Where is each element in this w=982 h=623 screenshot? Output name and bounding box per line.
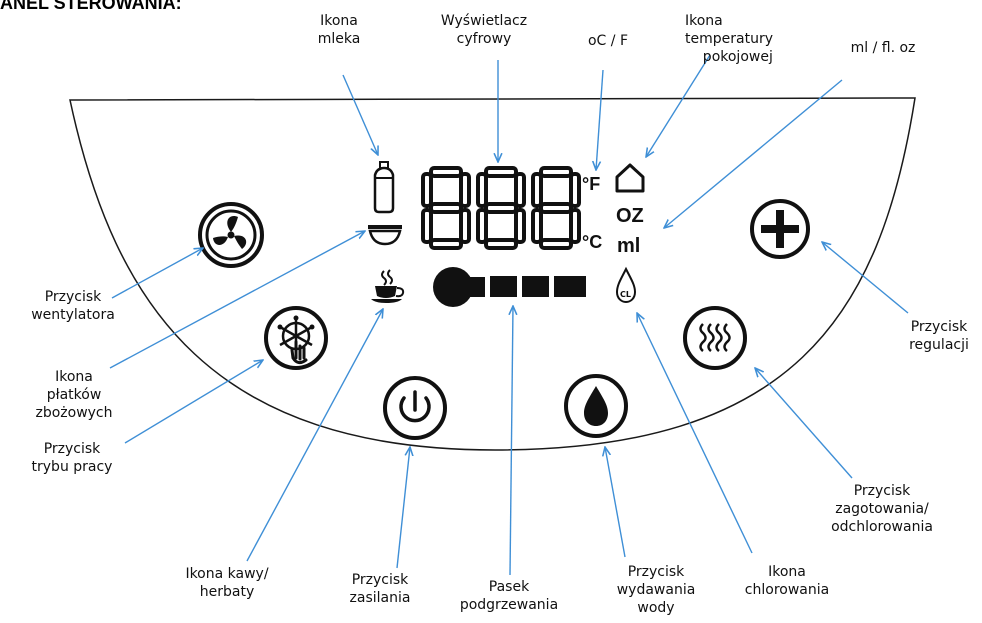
panel-outline xyxy=(69,97,916,451)
diagram-title: ANEL STEROWANIA: xyxy=(0,0,182,13)
label-oc-f: oC / F xyxy=(587,33,629,49)
digit-1-segment-e xyxy=(421,208,433,244)
digit-3-segment-f xyxy=(531,172,543,208)
digit-2-segment-g xyxy=(484,202,518,214)
label-wyswietlacz: Wyświetlacz cyfrowy xyxy=(440,13,528,47)
label-przycisk-wody: Przycisk wydawania wody xyxy=(616,564,696,616)
heating-bar xyxy=(433,267,586,307)
arrow-temp-unit xyxy=(596,69,604,170)
digit-1-segment-a xyxy=(429,166,463,178)
label-ikona-mleka: Ikona mleka xyxy=(317,13,361,47)
water-drop-icon xyxy=(564,374,628,438)
label-przycisk-wentylatora: Przycisk wentylatora xyxy=(31,289,115,323)
digit-1-segment-g xyxy=(429,202,463,214)
milk-bottle-icon xyxy=(373,161,395,214)
digit-1-segment-b xyxy=(459,172,471,208)
fan-icon xyxy=(198,202,264,268)
digit-3-segment-a xyxy=(539,166,573,178)
label-ikona-platkow: Ikona płatków zbożowych xyxy=(35,369,113,421)
annotation-arrows xyxy=(109,54,909,576)
house-icon xyxy=(615,163,645,193)
arrow-ml-oz xyxy=(664,79,843,228)
label-przycisk-regulacji: Przycisk regulacji xyxy=(909,319,969,353)
arrow-mode xyxy=(124,360,263,444)
digit-2-segment-c xyxy=(514,208,526,244)
digit-3-segment-g xyxy=(539,202,573,214)
arrow-adjust xyxy=(822,242,909,314)
digit-1-segment-f xyxy=(421,172,433,208)
arrow-heating xyxy=(510,306,513,576)
digit-2-segment-a xyxy=(484,166,518,178)
plus-icon xyxy=(750,199,810,259)
arrow-boil xyxy=(755,368,853,479)
digit-3-segment-d xyxy=(539,238,573,250)
label-przycisk-zagotowania: Przycisk zagotowania/ odchlorowania xyxy=(831,483,933,535)
digit-2-segment-d xyxy=(484,238,518,250)
arrow-power xyxy=(396,447,410,569)
arrow-coffee xyxy=(246,309,383,562)
celsius-unit: °C xyxy=(582,232,602,252)
arrow-fan xyxy=(111,248,203,299)
label-przycisk-trybu: Przycisk trybu pracy xyxy=(31,441,113,475)
arrow-cereal xyxy=(109,231,365,369)
digit-1-segment-c xyxy=(459,208,471,244)
digit-1-segment-d xyxy=(429,238,463,250)
chlorine-drop-icon: CL xyxy=(615,266,637,304)
digit-2-segment-f xyxy=(476,172,488,208)
arrow-house xyxy=(646,54,711,157)
digit-3-segment-b xyxy=(569,172,581,208)
label-ikona-kawy: Ikona kawy/ herbaty xyxy=(185,566,269,600)
mode-icon xyxy=(264,306,328,370)
label-pasek: Pasek podgrzewania xyxy=(459,579,559,613)
digital-display xyxy=(421,166,581,250)
digit-2-segment-e xyxy=(476,208,488,244)
ml-unit: ml xyxy=(617,235,640,257)
power-icon xyxy=(383,376,447,440)
arrow-milk xyxy=(342,74,378,155)
label-przycisk-zasilania: Przycisk zasilania xyxy=(349,572,411,606)
svg-text:CL: CL xyxy=(620,290,631,299)
arrow-chlorine xyxy=(637,313,753,554)
arrow-water xyxy=(605,447,626,558)
digit-3-segment-e xyxy=(531,208,543,244)
digit-3-segment-c xyxy=(569,208,581,244)
cereal-bowl-icon xyxy=(368,225,402,246)
label-ikona-temperatury: Ikona temperatury pokojowej xyxy=(685,13,773,65)
coffee-cup-icon xyxy=(371,269,405,303)
boil-icon xyxy=(683,306,747,370)
oz-unit: OZ xyxy=(616,205,644,227)
digit-2-segment-b xyxy=(514,172,526,208)
label-ml-oz: ml / fl. oz xyxy=(850,40,916,56)
label-ikona-chlorowania: Ikona chlorowania xyxy=(744,564,830,598)
fahrenheit-unit: °F xyxy=(582,174,600,194)
